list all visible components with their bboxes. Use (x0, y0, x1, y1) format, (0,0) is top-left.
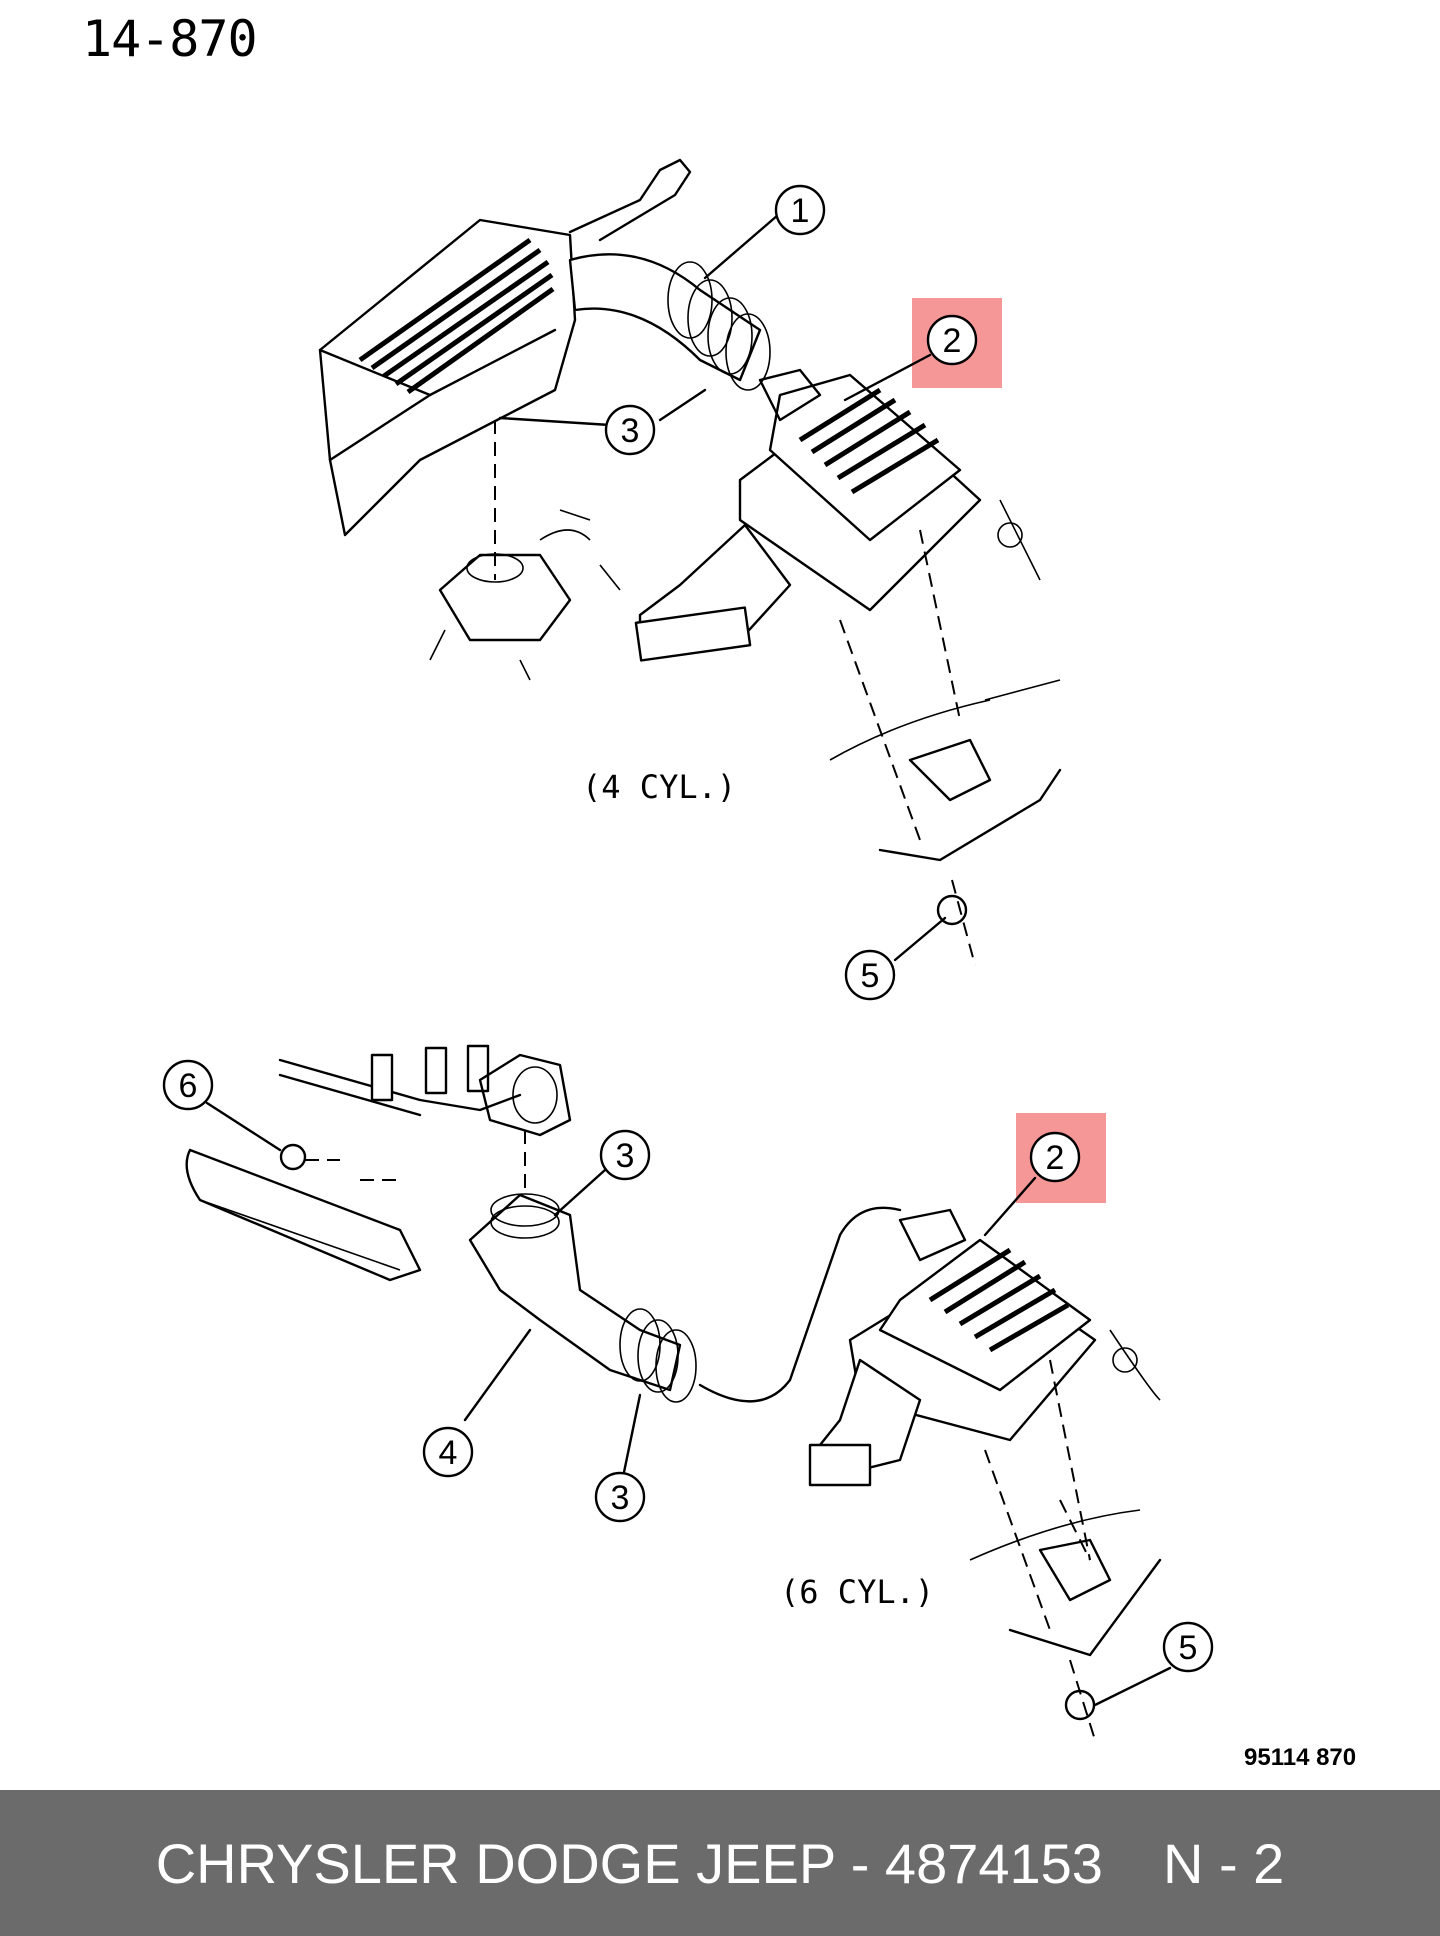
callout-label: 5 (861, 957, 880, 995)
callout-label: 3 (611, 1479, 630, 1517)
callout-label: 5 (1179, 1629, 1198, 1667)
callout-2-top: 2 (926, 314, 978, 366)
callout-4-bottom: 4 (422, 1426, 474, 1478)
callout-label: 2 (1046, 1139, 1065, 1177)
callout-6-bottom: 6 (162, 1059, 214, 1111)
callout-label: 1 (791, 192, 810, 230)
callout-label: 3 (621, 412, 640, 450)
callout-2-bottom: 2 (1029, 1131, 1081, 1183)
caption-4cyl: (4 CYL.) (582, 768, 737, 806)
footer-ref: N - 2 (1162, 1831, 1285, 1895)
figure-id: 95114 870 (1244, 1744, 1357, 1771)
air-duct-hose (468, 1193, 682, 1392)
callout-3-bottom-upper: 3 (599, 1129, 651, 1181)
air-cleaner-grille-6cyl (928, 1247, 1070, 1353)
throttle-body-4cyl (429, 509, 621, 681)
resonator-grille (358, 237, 555, 395)
footer-part-number: CHRYSLER DODGE JEEP - 4874153 (155, 1831, 1103, 1895)
callout-1-top: 1 (774, 184, 826, 236)
callout-label: 2 (943, 322, 962, 360)
air-inlet-hose (568, 253, 762, 382)
view-6cyl (185, 1044, 1162, 1741)
callout-label: 6 (179, 1067, 198, 1105)
throttle-body-6cyl (478, 1053, 572, 1137)
callout-5-bottom: 5 (1162, 1621, 1214, 1673)
callout-3-bottom-lower: 3 (594, 1471, 646, 1523)
air-cleaner-grille (798, 387, 940, 495)
hose-ribs (667, 261, 771, 391)
callout-label: 4 (439, 1434, 458, 1472)
injectors (370, 1044, 490, 1102)
view-4cyl (318, 158, 1062, 966)
callout-label: 3 (616, 1137, 635, 1175)
callouts: 1 2 3 5 6 3 2 4 3 5 (162, 184, 1214, 1707)
parts-diagram: 1 2 3 5 6 3 2 4 3 5 (162, 158, 1214, 1741)
page-code: 14-870 (82, 10, 258, 68)
intake-manifold (185, 1148, 422, 1282)
caption-6cyl: (6 CYL.) (780, 1573, 935, 1611)
resonator-box (318, 218, 577, 537)
callout-5-top: 5 (844, 949, 896, 1001)
fuel-rail (278, 1058, 522, 1112)
footer-bar: CHRYSLER DODGE JEEP - 4874153 N - 2 (0, 1790, 1440, 1936)
callout-3-top: 3 (604, 404, 656, 456)
